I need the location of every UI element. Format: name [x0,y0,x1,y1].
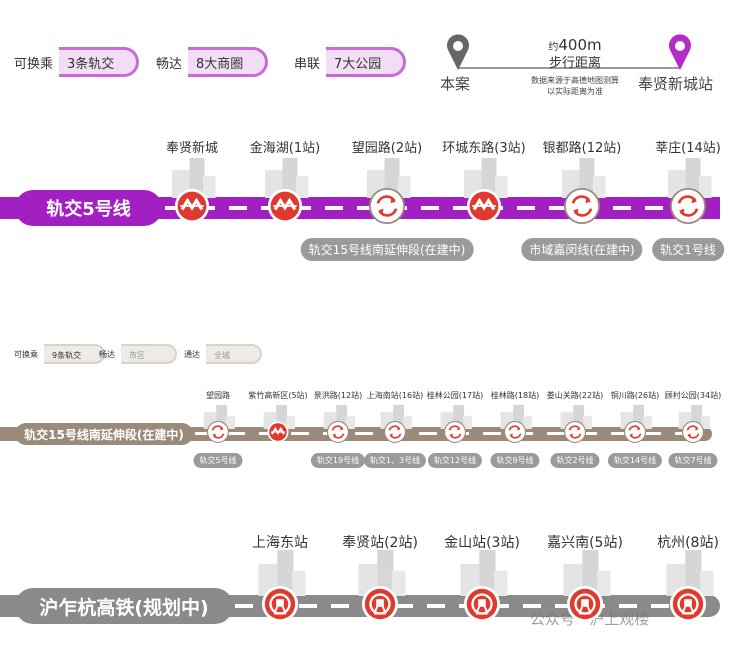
transfer-station-icon[interactable] [369,188,405,228]
station-name: 奉贤新城 [165,141,219,156]
station-name: 上海南站(16站) [366,391,424,400]
transfer-station-icon[interactable] [327,421,349,447]
building-illustration [661,550,715,600]
rail-station-icon[interactable] [463,585,501,627]
station-name: 铜川路(26站) [610,391,660,400]
metro-station-icon[interactable] [267,421,289,447]
metro-station-icon[interactable] [466,188,502,228]
destination-label: 奉贤新城站 [638,75,714,93]
rail-station-icon[interactable] [361,585,399,627]
transfer-station-icon[interactable] [624,421,646,447]
pill-key: 串联 [294,56,321,72]
station-name: 紫竹高新区(5站) [248,391,308,400]
transfer-tag: 轨交7号线 [668,453,718,468]
pill-key: 可换乘 [14,56,54,72]
transfer-tag: 轨交19号线 [310,453,366,468]
station-name: 望园路 [206,391,230,400]
transfer-station-icon[interactable] [564,188,600,228]
station-name: 顾村公园(34站) [664,391,722,400]
pill-shopping: 畅达 8大商圈 [156,47,269,77]
building-illustration [558,550,612,600]
distance-note: 以实际距离为准 [547,87,603,96]
transfer-station-icon[interactable] [670,188,706,228]
distance-note: 数据来源于高德地图测算 [531,76,619,85]
transfer-tag: 轨交1、3号线 [363,453,427,468]
pill-value: 全城 [206,344,262,364]
distance-value: 约400m [548,36,602,54]
origin-label: 本案 [440,75,471,93]
rail-station-icon[interactable] [566,585,604,627]
pill-key: 畅达 [156,56,183,72]
station-name: 娄山关路(22站) [546,391,604,400]
transfer-station-icon[interactable] [504,421,526,447]
rail-label: 沪乍杭高铁(规划中) [15,588,233,624]
line5-tag: 轨交1号线 [652,238,724,261]
station-name: 上海东站 [252,535,308,551]
rail-station-icon[interactable] [669,585,707,627]
origin-pin-icon [447,34,469,70]
pill-value: 市区 [121,344,177,364]
pill-parks: 串联 7大公园 [294,47,407,77]
destination-pin-icon [669,34,691,70]
transfer-tag: 轨交9号线 [490,453,540,468]
transfer-tag: 轨交14号线 [607,453,663,468]
station-name: 嘉兴南(5站) [547,535,623,551]
line5-dash [165,206,705,210]
transfer-station-icon[interactable] [444,421,466,447]
line5-tag: 轨交15号线南延伸段(在建中) [300,238,474,261]
station-name: 望园路(2站) [351,141,423,156]
pill-value: 9条轨交 [44,344,106,364]
station-name: 杭州(8站) [657,535,719,551]
pill-all-city: 通达全城 [184,344,262,364]
pill-value: 7大公园 [326,47,407,77]
pill-transfer: 可换乘 3条轨交 [14,47,140,77]
building-illustration [253,550,307,600]
line15-label: 轨交15号线南延伸段(在建中) [15,423,193,445]
pill-key: 畅达 [99,349,115,359]
transfer-tag: 轨交5号线 [193,453,243,468]
station-name: 金山站(3站) [444,535,520,551]
line5-tag: 市域嘉闵线(在建中) [521,238,643,261]
pill-value: 3条轨交 [59,47,140,77]
metro-station-icon[interactable] [174,188,210,228]
transfer-tag: 轨交2号线 [550,453,600,468]
building-illustration [557,158,607,202]
pill-key: 通达 [184,349,200,359]
rail-station-icon[interactable] [261,585,299,627]
station-name: 银都路(12站) [542,141,622,156]
metro-station-icon[interactable] [267,188,303,228]
pill-city: 畅达市区 [99,344,177,364]
pill-transfer: 可换乘 9条轨交 [14,344,106,364]
pill-key: 可换乘 [14,349,38,359]
pill-value: 8大商圈 [188,47,269,77]
station-name: 奉贤站(2站) [342,535,418,551]
station-name: 桂林路(18站) [490,391,540,400]
transfer-tag: 轨交12号线 [427,453,483,468]
distance-mode: 步行距离 [548,56,601,71]
transfer-station-icon[interactable] [682,421,704,447]
transfer-station-icon[interactable] [564,421,586,447]
station-name: 环城东路(3站) [442,141,526,156]
station-name: 金海湖(1站) [249,141,321,156]
station-name: 景洪路(12站) [313,391,363,400]
station-name: 莘庄(14站) [655,141,721,156]
transfer-station-icon[interactable] [384,421,406,447]
distance-line [447,34,691,70]
line5-label: 轨交5号线 [15,190,162,226]
transfer-station-icon[interactable] [207,421,229,447]
station-name: 桂林公园(17站) [426,391,484,400]
